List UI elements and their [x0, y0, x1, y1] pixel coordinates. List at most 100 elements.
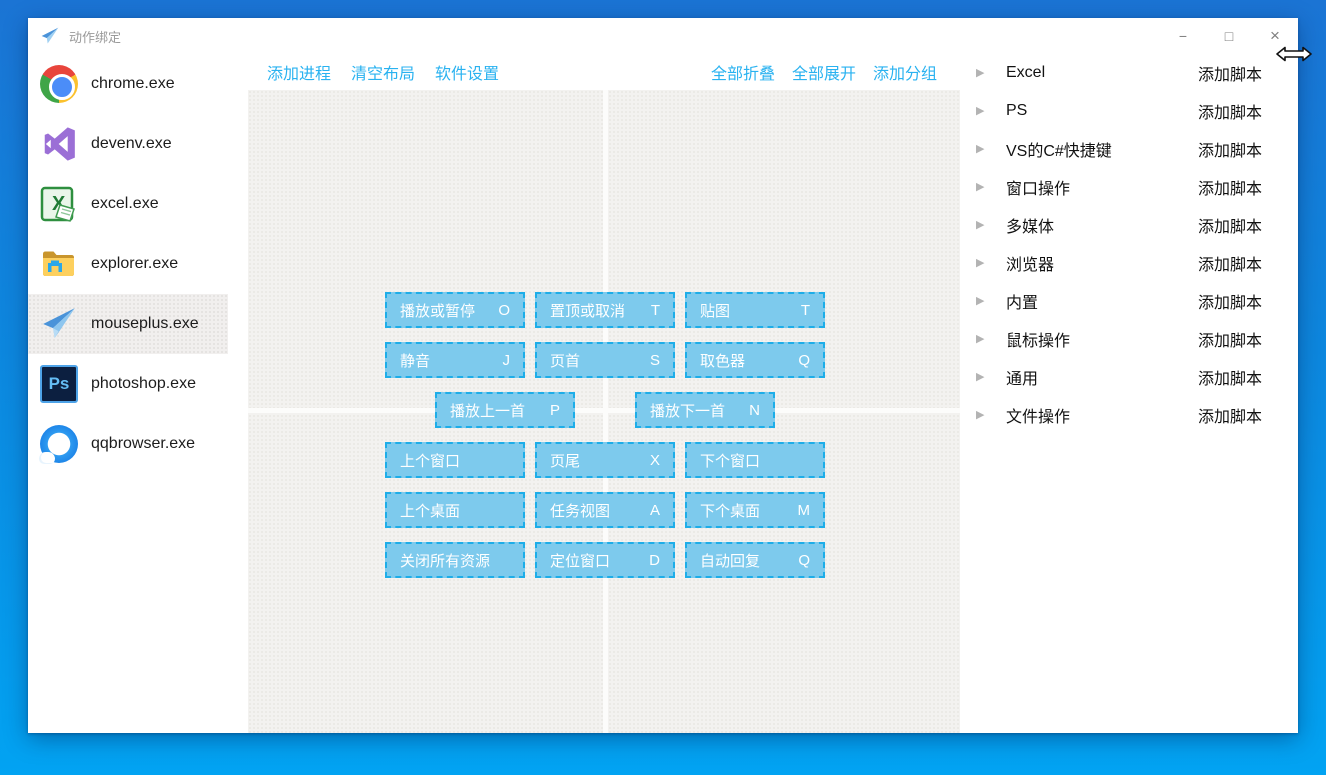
group-row-general: ▶ 通用 添加脚本: [960, 358, 1298, 396]
binding-button-prev-desktop[interactable]: 上个桌面: [385, 492, 525, 528]
add-script-link[interactable]: 添加脚本: [1197, 333, 1262, 350]
group-label[interactable]: PS: [1006, 102, 1028, 119]
photoshop-icon: Ps: [40, 365, 78, 403]
process-item-explorer[interactable]: explorer.exe: [28, 234, 228, 294]
process-item-qqbrowser[interactable]: qqbrowser.exe: [28, 414, 228, 474]
group-label[interactable]: 窗口操作: [1006, 181, 1071, 198]
group-row-window-ops: ▶ 窗口操作 添加脚本: [960, 168, 1298, 206]
group-label[interactable]: VS的C#快捷键: [1006, 143, 1112, 160]
app-window: 动作绑定 − □ × chrome.exe devenv.exe: [28, 18, 1298, 733]
add-script-link[interactable]: 添加脚本: [1197, 409, 1262, 426]
expand-arrow-icon[interactable]: ▶: [976, 142, 985, 155]
add-script-link[interactable]: 添加脚本: [1197, 219, 1262, 236]
binding-button-next-desktop[interactable]: 下个桌面 M: [685, 492, 825, 528]
binding-label: 上个窗口: [400, 452, 461, 470]
binding-row: 上个桌面 任务视图 A 下个桌面 M: [248, 492, 825, 528]
explorer-folder-icon: [40, 245, 78, 283]
binding-row: 播放或暂停 O 置顶或取消 T 贴图 T: [248, 292, 825, 328]
add-process-link[interactable]: 添加进程: [267, 66, 332, 83]
binding-label: 取色器: [700, 352, 746, 370]
binding-label: 静音: [400, 352, 431, 370]
binding-button-page-top[interactable]: 页首 S: [535, 342, 675, 378]
binding-button-play-pause[interactable]: 播放或暂停 O: [385, 292, 525, 328]
binding-button-page-bottom[interactable]: 页尾 X: [535, 442, 675, 478]
minimize-button[interactable]: −: [1178, 28, 1188, 44]
process-item-chrome[interactable]: chrome.exe: [28, 54, 228, 114]
paper-plane-icon: [40, 305, 78, 343]
group-row-browser: ▶ 浏览器 添加脚本: [960, 244, 1298, 282]
close-button[interactable]: ×: [1270, 26, 1280, 45]
toolbar-left-group: 添加进程 清空布局 软件设置: [267, 60, 499, 84]
expand-arrow-icon[interactable]: ▶: [976, 66, 985, 79]
binding-button-task-view[interactable]: 任务视图 A: [535, 492, 675, 528]
process-name: mouseplus.exe: [91, 315, 199, 332]
window-body: chrome.exe devenv.exe X: [28, 54, 1298, 733]
expand-arrow-icon[interactable]: ▶: [976, 370, 985, 383]
binding-key: P: [549, 401, 560, 419]
add-group-link[interactable]: 添加分组: [872, 66, 937, 83]
binding-key: Q: [798, 551, 810, 569]
paper-plane-icon: [41, 27, 59, 44]
binding-button-mute[interactable]: 静音 J: [385, 342, 525, 378]
chrome-icon: [40, 65, 78, 103]
binding-label: 播放下一首: [650, 402, 726, 420]
binding-row: 关闭所有资源 定位窗口 D 自动回复 Q: [248, 542, 825, 578]
add-script-link[interactable]: 添加脚本: [1197, 295, 1262, 312]
add-script-link[interactable]: 添加脚本: [1197, 105, 1262, 122]
process-item-mouseplus[interactable]: mouseplus.exe: [28, 294, 228, 354]
add-script-link[interactable]: 添加脚本: [1197, 67, 1262, 84]
binding-key: N: [749, 401, 760, 419]
expand-arrow-icon[interactable]: ▶: [976, 294, 985, 307]
expand-arrow-icon[interactable]: ▶: [976, 180, 985, 193]
binding-key: J: [502, 351, 511, 369]
expand-arrow-icon[interactable]: ▶: [976, 256, 985, 269]
collapse-all-link[interactable]: 全部折叠: [710, 66, 775, 83]
add-script-link[interactable]: 添加脚本: [1197, 181, 1262, 198]
expand-arrow-icon[interactable]: ▶: [976, 104, 985, 117]
process-item-excel[interactable]: X excel.exe: [28, 174, 228, 234]
binding-button-pin-toggle[interactable]: 置顶或取消 T: [535, 292, 675, 328]
maximize-button[interactable]: □: [1224, 28, 1234, 44]
binding-button-next-window[interactable]: 下个窗口: [685, 442, 825, 478]
group-label[interactable]: 浏览器: [1006, 257, 1055, 274]
binding-button-screenshot-paste[interactable]: 贴图 T: [685, 292, 825, 328]
binding-label: 播放或暂停: [400, 302, 476, 320]
binding-button-prev-track[interactable]: 播放上一首 P: [435, 392, 575, 428]
clear-layout-link[interactable]: 清空布局: [351, 66, 416, 83]
add-script-link[interactable]: 添加脚本: [1197, 257, 1262, 274]
add-script-link[interactable]: 添加脚本: [1197, 143, 1262, 160]
group-label[interactable]: 鼠标操作: [1006, 333, 1071, 350]
layout-editor: 添加进程 清空布局 软件设置 全部折叠 全部展开 添加分组 播放或暂停: [248, 54, 960, 733]
process-name: chrome.exe: [91, 75, 175, 92]
process-item-devenv[interactable]: devenv.exe: [28, 114, 228, 174]
binding-button-next-track[interactable]: 播放下一首 N: [635, 392, 775, 428]
binding-button-color-picker[interactable]: 取色器 Q: [685, 342, 825, 378]
horizontal-divider: [248, 408, 960, 413]
binding-button-prev-window[interactable]: 上个窗口: [385, 442, 525, 478]
binding-button-auto-reply[interactable]: 自动回复 Q: [685, 542, 825, 578]
group-label[interactable]: 内置: [1006, 295, 1039, 312]
binding-label: 关闭所有资源: [400, 552, 491, 570]
expand-all-link[interactable]: 全部展开: [791, 66, 856, 83]
expand-arrow-icon[interactable]: ▶: [976, 332, 985, 345]
binding-button-close-all[interactable]: 关闭所有资源: [385, 542, 525, 578]
binding-button-locate-window[interactable]: 定位窗口 D: [535, 542, 675, 578]
binding-label: 页首: [550, 352, 581, 370]
binding-label: 下个桌面: [700, 502, 761, 520]
editor-toolbar: 添加进程 清空布局 软件设置 全部折叠 全部展开 添加分组: [248, 54, 960, 90]
process-item-photoshop[interactable]: Ps photoshop.exe: [28, 354, 228, 414]
window-controls: − □ ×: [1160, 18, 1298, 54]
expand-arrow-icon[interactable]: ▶: [976, 218, 985, 231]
group-label[interactable]: 多媒体: [1006, 219, 1055, 236]
visual-studio-icon: [40, 125, 78, 163]
group-label[interactable]: Excel: [1006, 64, 1046, 81]
group-label[interactable]: 文件操作: [1006, 409, 1071, 426]
add-script-link[interactable]: 添加脚本: [1197, 371, 1262, 388]
group-label[interactable]: 通用: [1006, 371, 1039, 388]
binding-key: M: [797, 501, 811, 519]
group-row-ps: ▶ PS 添加脚本: [960, 92, 1298, 130]
expand-arrow-icon[interactable]: ▶: [976, 408, 985, 421]
software-settings-link[interactable]: 软件设置: [435, 66, 500, 83]
binding-key: S: [649, 351, 660, 369]
